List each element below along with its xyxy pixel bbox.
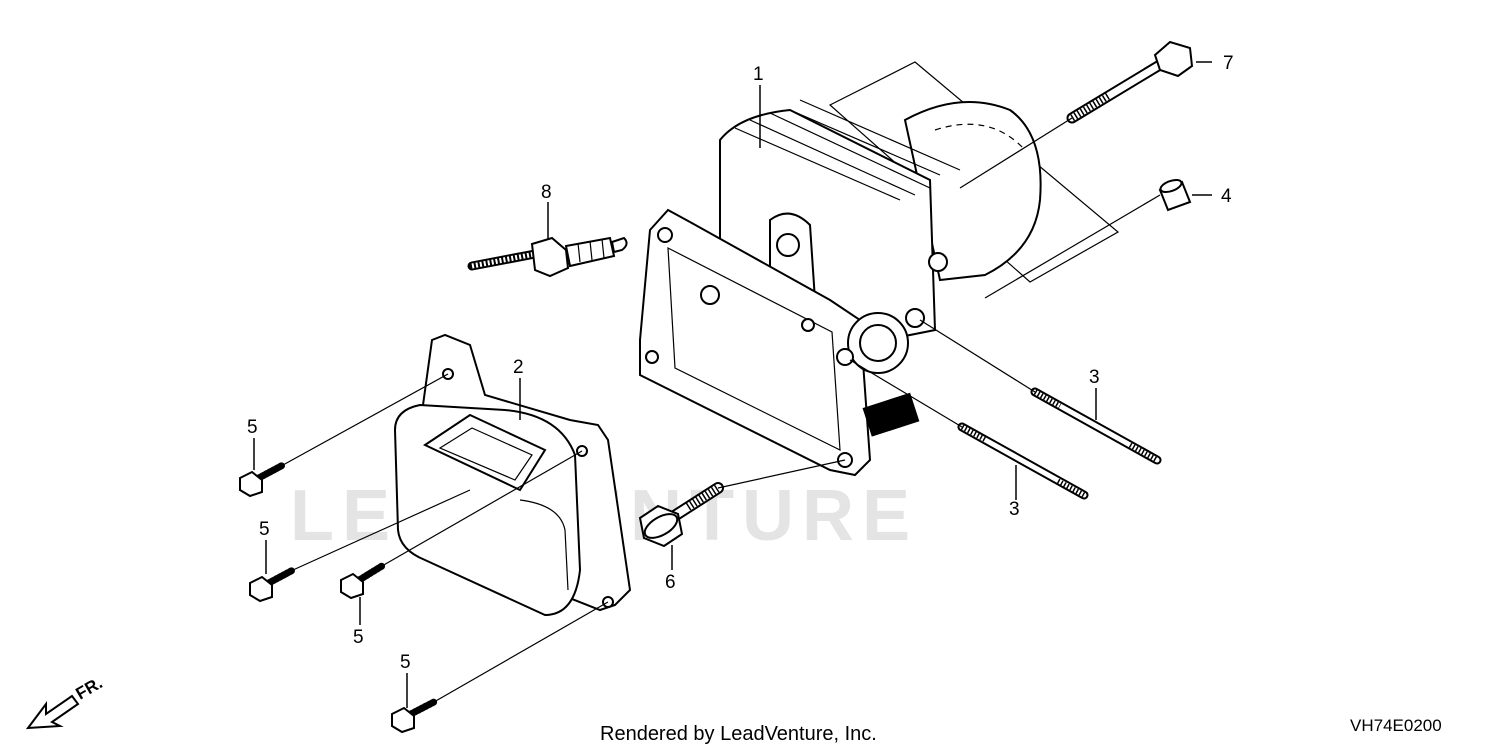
diagram-code: VH74E0200 <box>1350 716 1442 735</box>
flange-bolt-part[interactable] <box>638 482 724 548</box>
footer-credit: Rendered by LeadVenture, Inc. <box>600 723 877 745</box>
callout-6: 6 <box>665 572 676 593</box>
cylinder-head-part[interactable] <box>639 61 1120 477</box>
head-cover-part[interactable] <box>393 333 632 617</box>
bolt-part-5-b[interactable] <box>249 566 297 603</box>
callout-1: 1 <box>753 64 764 85</box>
front-arrow-label: FR. <box>73 673 106 703</box>
spark-plug-part[interactable] <box>467 236 628 278</box>
callout-5-c: 5 <box>353 627 364 648</box>
callout-3-lower: 3 <box>1009 499 1020 520</box>
front-arrow-icon <box>25 694 80 730</box>
callout-5-a: 5 <box>247 417 258 438</box>
bolt-part-5-a[interactable] <box>239 461 287 498</box>
bolt-part-5-d[interactable] <box>391 698 438 734</box>
callout-4: 4 <box>1221 186 1232 207</box>
long-bolt-part[interactable] <box>1066 40 1194 124</box>
front-direction-indicator: FR. <box>25 673 106 730</box>
dowel-pin-part[interactable] <box>1158 178 1192 212</box>
callout-7: 7 <box>1223 53 1234 74</box>
callout-2: 2 <box>513 357 524 378</box>
callout-5-d: 5 <box>400 652 411 673</box>
stud-bolt-part-upper[interactable] <box>1030 387 1162 465</box>
bolt-part-5-c[interactable] <box>340 562 386 600</box>
callout-8: 8 <box>541 182 552 203</box>
callout-3-upper: 3 <box>1089 367 1100 388</box>
stud-bolt-part-lower[interactable] <box>957 422 1089 500</box>
leader-lines <box>253 61 1212 708</box>
callout-5-b: 5 <box>259 519 270 540</box>
